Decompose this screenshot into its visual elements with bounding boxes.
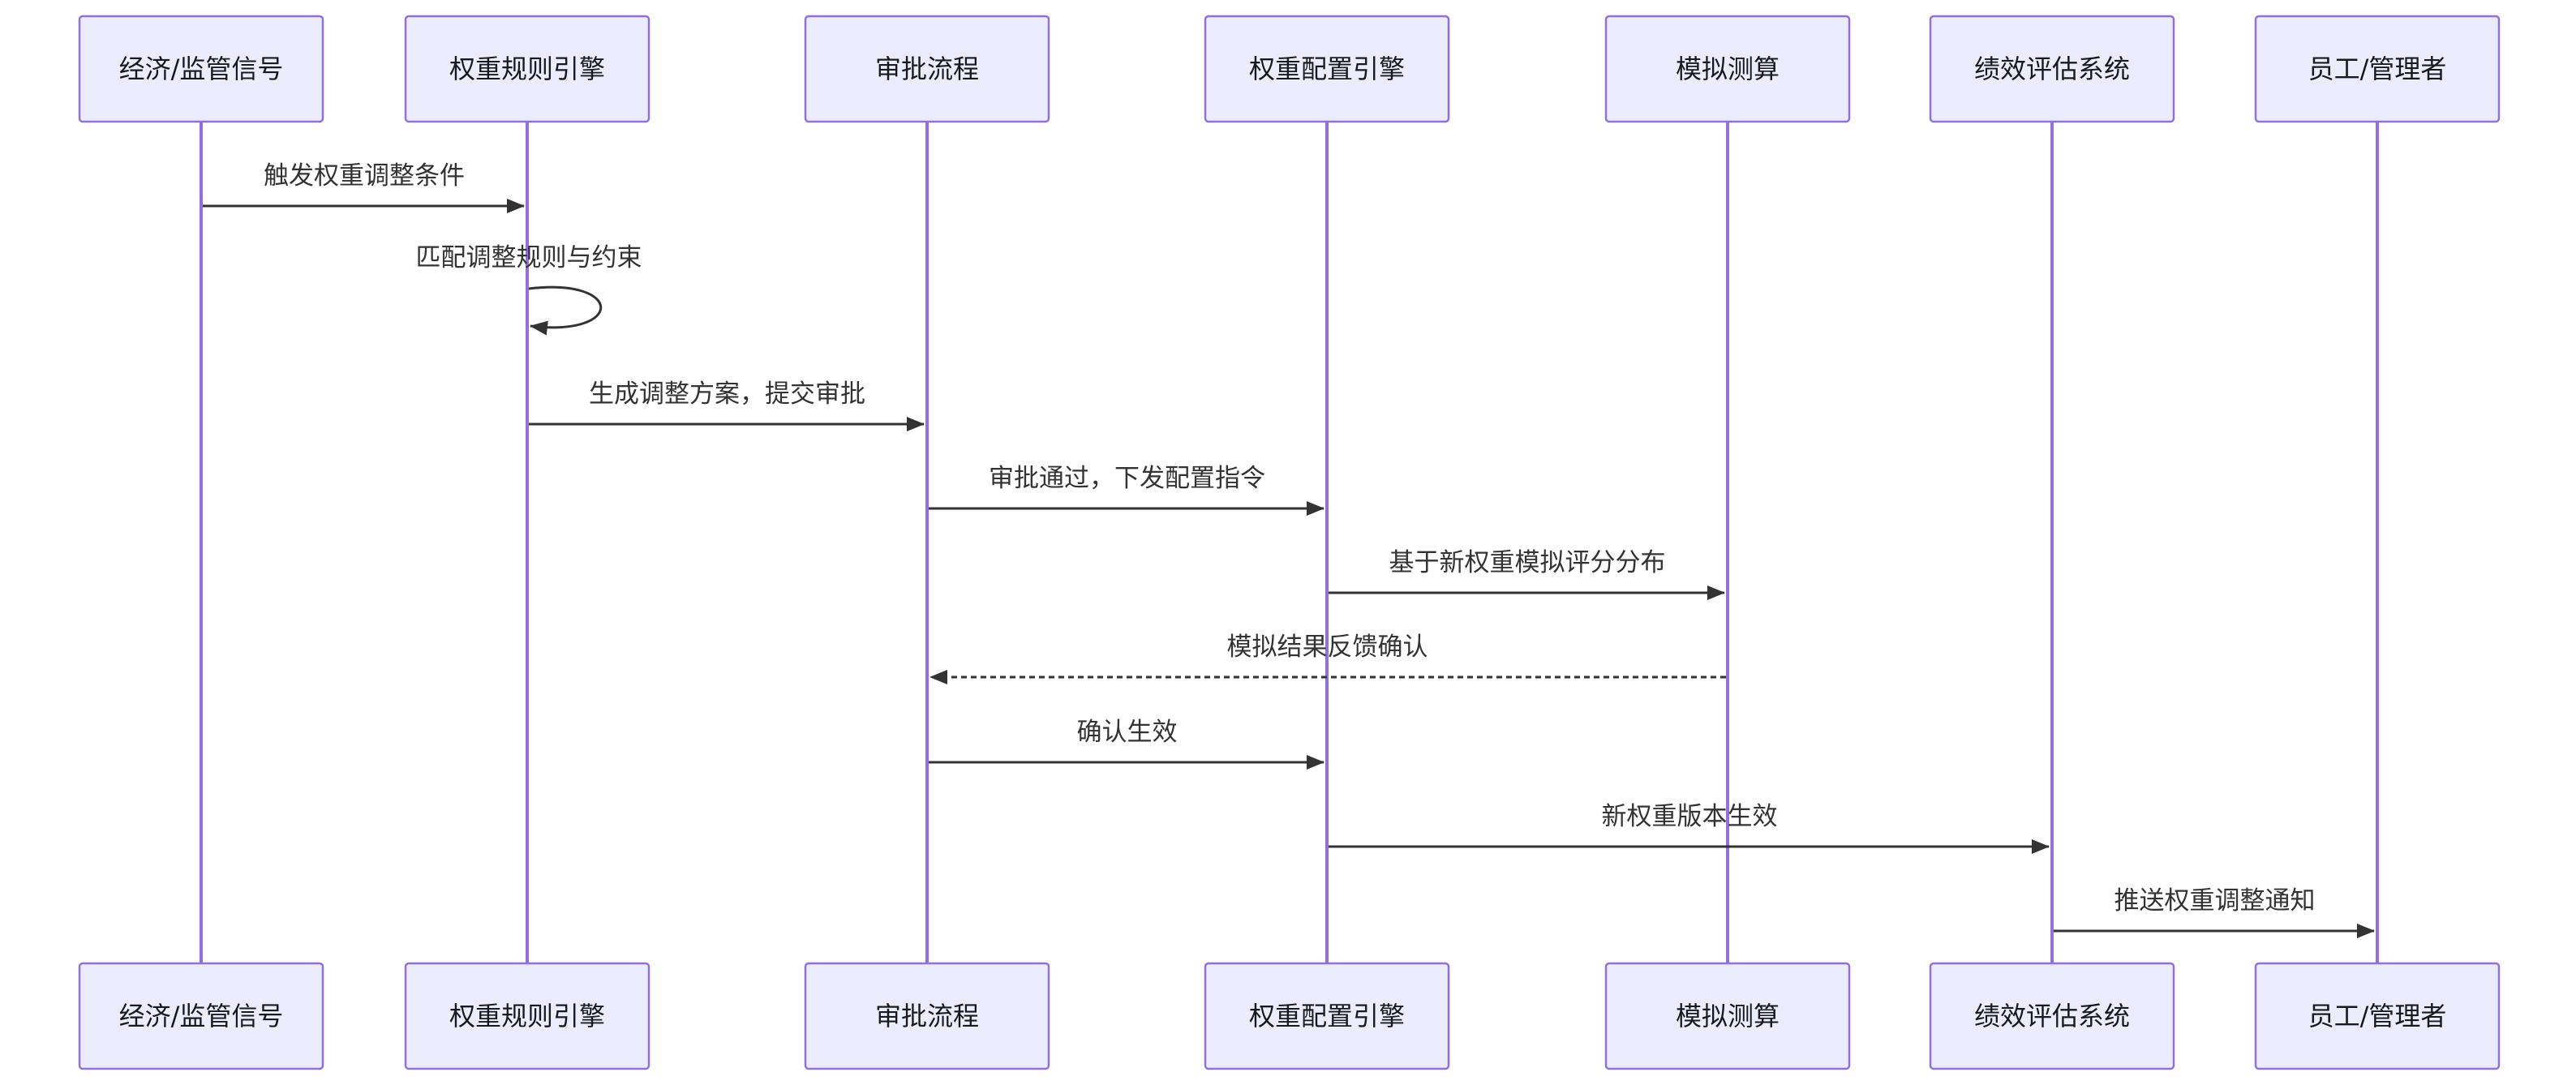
actor-box bbox=[1604, 15, 1851, 123]
actor-label: 员工/管理者 bbox=[2308, 1001, 2447, 1031]
actor-label: 审批流程 bbox=[875, 1001, 979, 1031]
actor-top-perf: 绩效评估系统 bbox=[1929, 15, 2175, 123]
actor-bottom-config: 权重配置引擎 bbox=[1204, 962, 1450, 1070]
actor-box bbox=[404, 962, 650, 1070]
actor-top-approval: 审批流程 bbox=[804, 15, 1050, 123]
lifelines bbox=[200, 122, 2379, 963]
actor-box bbox=[1604, 962, 1851, 1070]
actor-label: 权重规则引擎 bbox=[449, 54, 605, 84]
message-4: 审批通过，下发配置指令 bbox=[929, 464, 1324, 516]
actor-top-staff: 员工/管理者 bbox=[2254, 15, 2501, 123]
actor-bottom-staff: 员工/管理者 bbox=[2254, 962, 2501, 1070]
message-label: 匹配调整规则与约束 bbox=[416, 243, 642, 272]
actor-label: 模拟测算 bbox=[1676, 1001, 1780, 1031]
message-label: 新权重版本生效 bbox=[1602, 802, 1778, 831]
actors-top: 经济/监管信号 权重规则引擎 审批流程 权重配置引擎 模拟测算 绩效评估系统 员工/管理者 bbox=[78, 15, 2501, 123]
message-6: 模拟结果反馈确认 bbox=[930, 633, 1726, 684]
message-7: 确认生效 bbox=[929, 718, 1324, 770]
actors-bottom: 经济/监管信号 权重规则引擎 审批流程 权重配置引擎 模拟测算 绩效评估系统 员工/管理者 bbox=[78, 962, 2501, 1070]
actor-label: 经济/监管信号 bbox=[119, 1001, 284, 1031]
message-label: 推送权重调整通知 bbox=[2114, 886, 2316, 916]
actor-box bbox=[1204, 15, 1450, 123]
actor-top-rules: 权重规则引擎 bbox=[404, 15, 650, 123]
actor-bottom-sim: 模拟测算 bbox=[1604, 962, 1851, 1070]
actor-bottom-perf: 绩效评估系统 bbox=[1929, 962, 2175, 1070]
actor-top-config: 权重配置引擎 bbox=[1204, 15, 1450, 123]
actor-box bbox=[404, 15, 650, 123]
actor-box bbox=[1929, 15, 2175, 123]
actor-bottom-approval: 审批流程 bbox=[804, 962, 1050, 1070]
actor-top-econ: 经济/监管信号 bbox=[78, 15, 324, 123]
actor-label: 权重配置引擎 bbox=[1249, 1001, 1405, 1031]
actor-box bbox=[804, 15, 1050, 123]
actor-label: 员工/管理者 bbox=[2308, 54, 2447, 84]
message-label: 审批通过，下发配置指令 bbox=[989, 464, 1265, 493]
message-label: 模拟结果反馈确认 bbox=[1227, 633, 1428, 662]
message-5: 基于新权重模拟评分分布 bbox=[1329, 548, 1725, 600]
actor-bottom-econ: 经济/监管信号 bbox=[78, 962, 324, 1070]
message-label: 生成调整方案，提交审批 bbox=[589, 380, 865, 409]
actor-label: 权重规则引擎 bbox=[449, 1001, 605, 1031]
actor-label: 模拟测算 bbox=[1676, 54, 1780, 84]
actor-box bbox=[1929, 962, 2175, 1070]
actor-box bbox=[78, 15, 324, 123]
message-1: 触发权重调整条件 bbox=[203, 161, 525, 213]
actor-label: 审批流程 bbox=[875, 54, 979, 84]
actor-box bbox=[78, 962, 324, 1070]
actor-box bbox=[2254, 962, 2501, 1070]
message-3: 生成调整方案，提交审批 bbox=[529, 380, 925, 431]
actor-bottom-rules: 权重规则引擎 bbox=[404, 962, 650, 1070]
message-2: 匹配调整规则与约束 bbox=[416, 243, 642, 336]
actor-label: 绩效评估系统 bbox=[1974, 54, 2130, 84]
message-8: 新权重版本生效 bbox=[1329, 802, 2050, 854]
message-label: 基于新权重模拟评分分布 bbox=[1389, 548, 1666, 577]
actor-top-sim: 模拟测算 bbox=[1604, 15, 1851, 123]
message-arrow bbox=[528, 285, 603, 336]
messages: 触发权重调整条件匹配调整规则与约束生成调整方案，提交审批审批通过，下发配置指令基… bbox=[203, 161, 2375, 938]
actor-label: 经济/监管信号 bbox=[119, 54, 284, 84]
actor-label: 绩效评估系统 bbox=[1974, 1001, 2130, 1031]
message-label: 触发权重调整条件 bbox=[264, 161, 465, 191]
actor-label: 权重配置引擎 bbox=[1249, 54, 1405, 84]
message-label: 确认生效 bbox=[1077, 718, 1178, 747]
actor-box bbox=[2254, 15, 2501, 123]
actor-box bbox=[1204, 962, 1450, 1070]
actor-box bbox=[804, 962, 1050, 1070]
message-9: 推送权重调整通知 bbox=[2054, 886, 2375, 938]
